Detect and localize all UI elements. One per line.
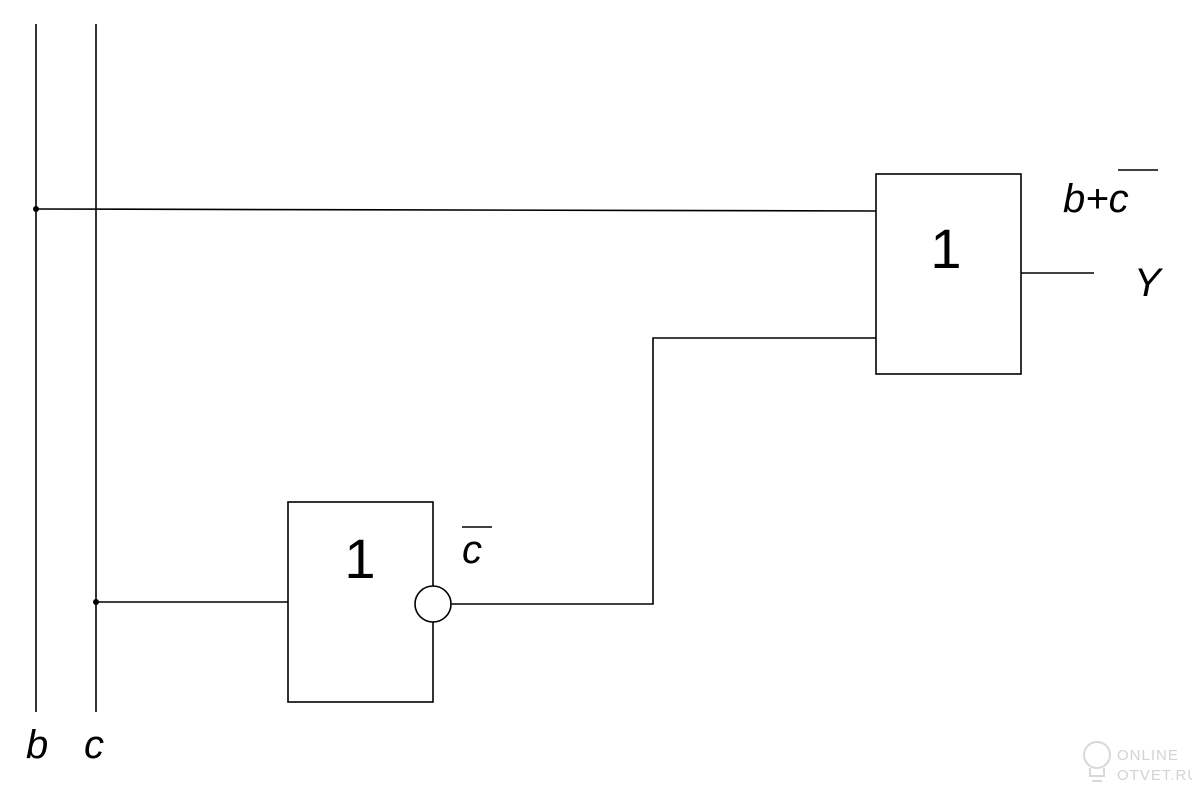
watermark: ONLINE OTVET.RU [1083, 741, 1192, 784]
input-label-b: b [26, 723, 48, 767]
watermark-line2: OTVET.RU [1117, 767, 1192, 784]
or-output-expr: b+c [1063, 177, 1129, 221]
wire-b-to-or [35, 208, 877, 212]
or-gate [875, 173, 1022, 375]
or-output-expr-left: b+ [1063, 177, 1109, 221]
output-label-y: Y [1134, 261, 1164, 305]
watermark-line1: ONLINE [1117, 747, 1179, 764]
not-output-label: c [462, 526, 492, 572]
input-label-c: c [84, 723, 104, 767]
not-gate-symbol: 1 [344, 527, 375, 590]
or-output-expression: b+c [1063, 169, 1158, 221]
or-output-expr-var: c [1109, 177, 1129, 221]
not-gate [287, 501, 434, 703]
junction-c [93, 599, 99, 605]
not-output-var: c [462, 528, 482, 572]
wire-not-to-or [451, 337, 876, 605]
or-gate-symbol: 1 [930, 217, 961, 280]
junction-b [33, 206, 39, 212]
not-gate-inversion-bubble [414, 585, 452, 623]
lightbulb-icon [1083, 741, 1111, 782]
